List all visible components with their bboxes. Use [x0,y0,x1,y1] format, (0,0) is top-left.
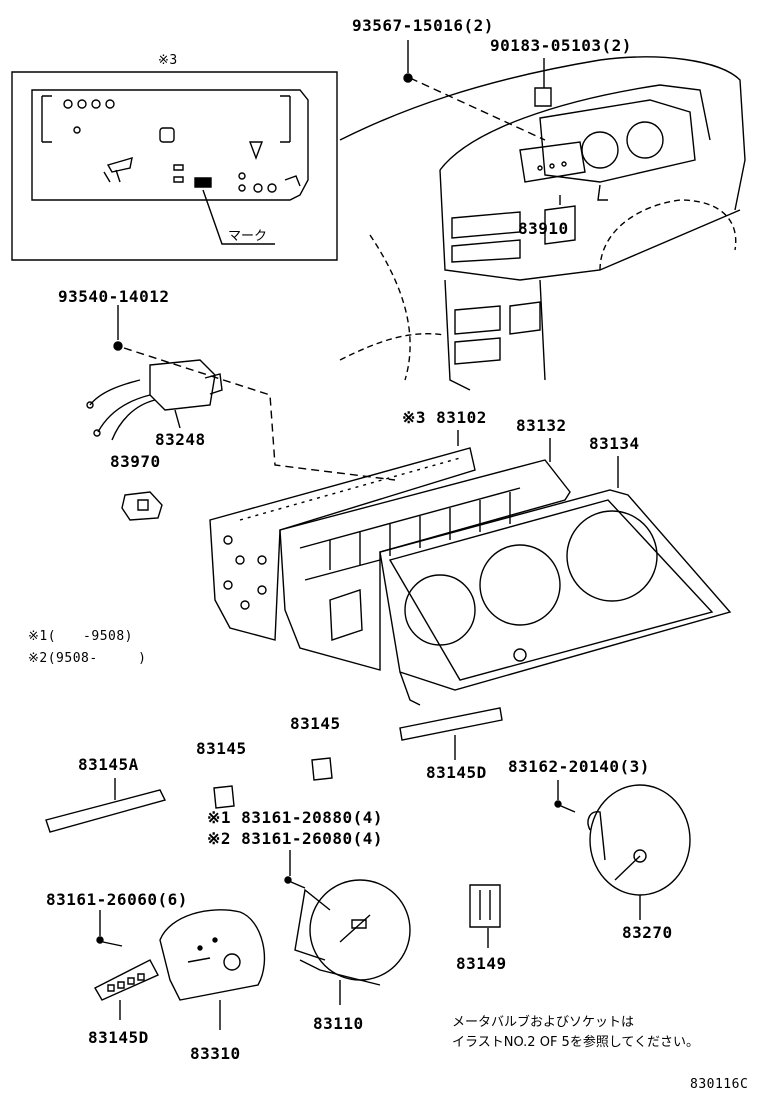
small-parts [46,708,690,1030]
note-1: ※1( -9508) [28,629,134,644]
part-label-83270: 83270 [622,923,673,942]
meter-cluster-exploded [210,430,730,705]
note-2: ※2(9508- ) [28,651,147,666]
part-label-83149: 83149 [456,954,507,973]
inset-panel [12,72,337,260]
part-label-83970: 83970 [110,452,161,471]
inset-note-mark: ※3 [158,53,178,68]
part-label-83132: 83132 [516,416,567,435]
part-label-83161-26060: 83161-26060(6) [46,890,188,909]
part-label-83910: 83910 [518,219,569,238]
part-label-83145D-top: 83145D [426,763,487,782]
part-label-83145-lower: 83145 [196,739,247,758]
part-label-83310: 83310 [190,1044,241,1063]
part-label-83145A: 83145A [78,755,139,774]
part-label-83145D-bottom: 83145D [88,1028,149,1047]
part-label-83134: 83134 [589,434,640,453]
dashboard-illustration [340,40,745,390]
part-label-83145-upper: 83145 [290,714,341,733]
part-label-83110: 83110 [313,1014,364,1033]
part-label-93540: 93540-14012 [58,287,170,306]
figure-code: 830116C [690,1077,749,1092]
part-label-90183: 90183-05103(2) [490,36,632,55]
part-label-83161-26080: ※2 83161-26080(4) [207,829,384,848]
part-label-83161-20880: ※1 83161-20880(4) [207,808,384,827]
inset-mark-label: マーク [228,229,268,244]
connector-assembly [87,305,395,520]
part-label-83162: 83162-20140(3) [508,757,650,776]
bulb-note-line2: イラストNO.2 OF 5を参照してください。 [452,1035,700,1050]
part-label-83102: ※3 83102 [402,408,487,427]
part-label-83248: 83248 [155,430,206,449]
bulb-note-line1: メータバルブおよびソケットは [452,1015,635,1030]
part-label-93567: 93567-15016(2) [352,16,494,35]
